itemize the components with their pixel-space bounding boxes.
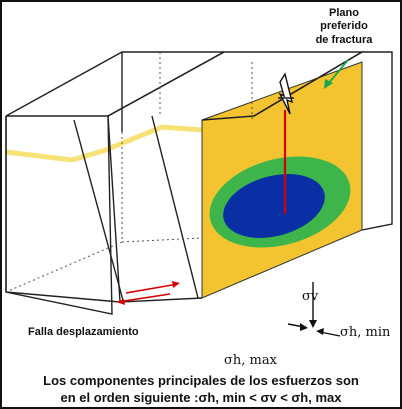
fault-displacement-arrows — [116, 281, 180, 305]
inner-ellipse — [223, 174, 325, 238]
caption-line2: en el orden siguiente :σh, min < σv < σh… — [61, 390, 343, 405]
leader-arrow — [327, 59, 349, 85]
plane-label-line3: de fractura — [316, 34, 374, 46]
yellow-band — [5, 124, 203, 163]
sigma-v-label: σv — [302, 289, 319, 304]
plane-label-line1: Plano — [329, 7, 359, 19]
sigma-h-max-label: σh, max — [224, 353, 278, 368]
fault-label: Falla desplazamiento — [28, 326, 139, 338]
stress-axes — [287, 282, 341, 337]
sigma-h-min-label: σh, min — [340, 325, 391, 340]
block-outline — [5, 51, 393, 315]
lightning-arrow-icon — [278, 72, 294, 115]
leader-arrow-head — [324, 79, 333, 89]
caption-line1: Los componentes principales de los esfue… — [43, 373, 359, 388]
plane-label-line2: preferido — [320, 20, 368, 32]
hidden-edges — [5, 52, 253, 293]
